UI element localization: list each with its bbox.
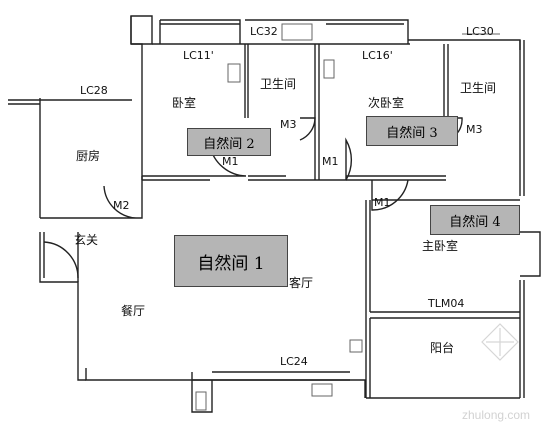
zone-2-label: 自然间 2 bbox=[203, 136, 255, 152]
wall-bath-split bbox=[314, 44, 320, 180]
wall-top-lc11 bbox=[152, 19, 245, 45]
label-door-m3-right: M3 bbox=[466, 123, 483, 136]
zone-4-label: 自然间 4 bbox=[449, 214, 501, 230]
wall-corridor-mid bbox=[248, 175, 286, 181]
wall-top-mid bbox=[245, 19, 320, 45]
wall-right-bay bbox=[520, 231, 541, 277]
door-m2 bbox=[103, 185, 137, 219]
room-second-bedroom: 次卧室 bbox=[368, 96, 405, 110]
wall-balcony-left bbox=[365, 312, 371, 398]
wall-top-left bbox=[130, 15, 153, 45]
room-bath-left: 卫生间 bbox=[260, 77, 297, 91]
room-balcony: 阳台 bbox=[430, 341, 455, 355]
zone-3: 自然间 3 bbox=[366, 116, 458, 146]
watermark-icon bbox=[481, 323, 519, 361]
zone-1-label: 自然间 1 bbox=[197, 253, 265, 274]
room-kitchen: 厨房 bbox=[76, 149, 101, 163]
fixture-bath-right bbox=[323, 59, 335, 79]
label-lc28: LC28 bbox=[80, 84, 108, 97]
label-door-m2: M2 bbox=[113, 199, 130, 212]
wall-bath-left bbox=[244, 44, 249, 118]
wall-entry-left bbox=[39, 232, 86, 381]
label-lc30: LC30 bbox=[466, 25, 494, 38]
label-tlm04: TLM04 bbox=[428, 297, 465, 310]
door-m1-second bbox=[286, 137, 353, 181]
zone-1: 自然间 1 bbox=[174, 235, 288, 287]
label-lc16: LC16' bbox=[362, 49, 393, 62]
fixture-balcony bbox=[349, 339, 363, 353]
fixture-lc32-window bbox=[281, 23, 313, 41]
label-lc32: LC32 bbox=[250, 25, 278, 38]
room-bedroom: 卧室 bbox=[172, 96, 197, 110]
label-door-m1-master: M1 bbox=[374, 196, 391, 209]
wall-right-lower bbox=[519, 280, 525, 398]
door-m3-left bbox=[299, 117, 316, 141]
label-door-m1-bedroom: M1 bbox=[222, 155, 239, 168]
zone-2: 自然间 2 bbox=[187, 128, 271, 156]
label-lc11: LC11' bbox=[183, 49, 214, 62]
wall-corridor-upper bbox=[142, 175, 210, 181]
wall-balcony-top bbox=[370, 311, 520, 319]
fixture-bottom-right bbox=[311, 383, 333, 397]
wall-kitchen-right bbox=[136, 176, 143, 219]
wall-right-upper bbox=[519, 40, 525, 196]
wall-top-right bbox=[408, 39, 521, 50]
wall-left-upper bbox=[130, 16, 143, 180]
wall-corridor-right bbox=[346, 175, 446, 181]
room-master: 主卧室 bbox=[422, 239, 459, 253]
label-lc24: LC24 bbox=[280, 355, 308, 368]
zone-3-label: 自然间 3 bbox=[386, 125, 438, 141]
door-m1-master bbox=[371, 179, 409, 211]
wall-bottom-lc24 bbox=[191, 371, 350, 413]
room-entry: 玄关 bbox=[74, 233, 99, 247]
wall-master-left bbox=[365, 200, 371, 312]
room-living: 客厅 bbox=[289, 276, 314, 290]
room-dining: 餐厅 bbox=[121, 304, 146, 318]
door-entry bbox=[43, 241, 79, 279]
wall-entry-inner bbox=[43, 232, 79, 282]
fixture-bath-left bbox=[227, 63, 241, 83]
label-door-m1-second: M1 bbox=[322, 155, 339, 168]
watermark-text: zhulong.com bbox=[462, 408, 531, 422]
label-door-m3-left: M3 bbox=[280, 118, 297, 131]
fixture-bottom-left bbox=[195, 391, 207, 411]
room-bath-right: 卫生间 bbox=[460, 81, 497, 95]
wall-top-lc16 bbox=[320, 19, 410, 45]
zone-4: 自然间 4 bbox=[430, 205, 520, 235]
wall-left-stub bbox=[8, 99, 40, 105]
wall-bath-right-left bbox=[443, 44, 449, 118]
